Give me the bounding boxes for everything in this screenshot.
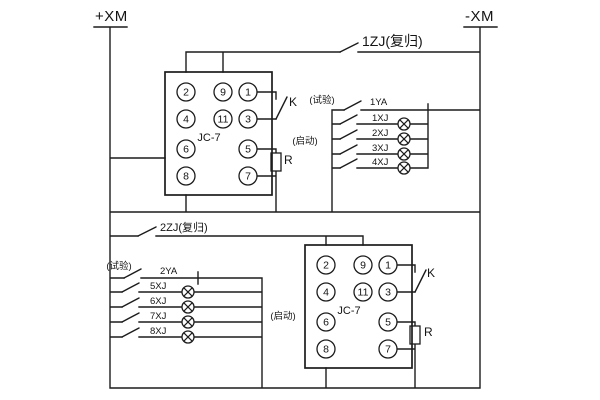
lamp-row-label: 3XJ	[372, 143, 389, 154]
group2-feed-label: 2YA	[160, 266, 178, 277]
lamp-row-label: 5XJ	[150, 281, 167, 292]
relay2-model-label: JC-7	[337, 305, 360, 317]
switch-7xj-blade	[121, 312, 140, 323]
lamp-group-1	[397, 117, 411, 175]
lamp-icon	[181, 330, 195, 344]
group1-test-label: (试验)	[309, 94, 334, 106]
terminal-number: 11	[358, 287, 369, 299]
terminal-number: 9	[360, 260, 366, 272]
switch-2zj-blade	[137, 226, 157, 237]
terminal-number: 2	[323, 260, 329, 272]
lamp-row-label: 8XJ	[150, 326, 167, 337]
terminal-number: 3	[385, 287, 391, 299]
terminal-number: 4	[183, 114, 189, 126]
minus-bus-label: -XM	[465, 8, 494, 25]
terminal-circle	[176, 139, 196, 159]
relay1-reset-label: 1ZJ(复归)	[362, 33, 423, 49]
terminal-circle	[213, 109, 233, 129]
terminal-circle	[353, 282, 373, 302]
terminal-circle	[316, 312, 336, 332]
group2-test-label: (试验)	[106, 260, 131, 272]
lamp-icon	[397, 117, 411, 131]
switch-1zj-blade	[339, 42, 359, 53]
relay2-resistor-icon	[409, 325, 421, 345]
terminal-circle	[238, 109, 258, 129]
lamp-group-2	[181, 285, 195, 344]
terminal-circle	[316, 255, 336, 275]
lamp-row-label: 1XJ	[372, 113, 389, 124]
lamp-icon	[181, 300, 195, 314]
switch-5xj-blade	[121, 282, 140, 293]
plus-bus-label: +XM	[95, 8, 128, 25]
terminal-number: 7	[385, 344, 391, 356]
terminal-number: 8	[323, 344, 329, 356]
switch-8xj-blade	[121, 327, 140, 338]
relay1-resistor-icon	[270, 152, 282, 172]
terminal-number: 6	[323, 317, 329, 329]
terminal-circle	[378, 255, 398, 275]
relay1-model-label: JC-7	[197, 132, 220, 144]
group1-feed-label: 1YA	[370, 97, 388, 108]
terminal-number: 4	[323, 287, 329, 299]
terminal-circle	[353, 255, 373, 275]
terminal-circle	[176, 109, 196, 129]
lamp-row-label: 7XJ	[150, 311, 167, 322]
switch-6xj-blade	[121, 297, 140, 308]
terminal-number: 9	[220, 87, 226, 99]
terminal-circle	[176, 166, 196, 186]
terminal-number: 6	[183, 144, 189, 156]
terminal-circle	[238, 139, 258, 159]
terminal-circle	[213, 82, 233, 102]
terminal-circle	[378, 282, 398, 302]
terminal-number: 1	[245, 87, 251, 99]
relay2-terminals: 2 9 1 4 11 3 6 5 8 7	[316, 255, 398, 359]
lamp-icon	[397, 161, 411, 175]
switch-2ya-blade	[123, 268, 142, 279]
group2-start-label: (启动)	[270, 310, 295, 322]
terminal-number: 11	[218, 114, 229, 126]
lamp-row-label: 2XJ	[372, 128, 389, 139]
relay2-k-contact-blade	[414, 269, 427, 293]
relay1-resistor-label: R	[284, 153, 293, 167]
terminal-circle	[316, 339, 336, 359]
relay2-resistor-label: R	[424, 325, 433, 339]
terminal-circle	[378, 339, 398, 359]
relay1-terminals: 2 9 1 4 11 3 6 5 8 7	[176, 82, 258, 186]
terminal-circle	[316, 282, 336, 302]
relay2-reset-label: 2ZJ(复归)	[160, 220, 208, 234]
terminal-circle	[238, 82, 258, 102]
relay1-contact-label: K	[289, 95, 297, 109]
lamp-row-label: 4XJ	[372, 157, 389, 168]
terminal-circle	[378, 312, 398, 332]
relay1-k-contact-blade	[275, 96, 288, 120]
lamp-icon	[181, 285, 195, 299]
terminal-number: 7	[245, 171, 251, 183]
lamp-icon	[397, 147, 411, 161]
wiring	[93, 26, 498, 389]
terminal-number: 5	[385, 317, 391, 329]
switch-1ya-blade	[343, 100, 362, 111]
relay1-box	[164, 71, 273, 196]
relay2-box	[304, 244, 413, 369]
switch-4xj-blade	[339, 158, 358, 169]
terminal-circle	[238, 166, 258, 186]
terminal-number: 1	[385, 260, 391, 272]
switch-2xj-blade	[339, 129, 358, 140]
terminal-circle	[176, 82, 196, 102]
terminal-number: 5	[245, 144, 251, 156]
lamp-row-label: 6XJ	[150, 296, 167, 307]
terminal-number: 3	[245, 114, 251, 126]
switch-3xj-blade	[339, 144, 358, 155]
terminal-number: 8	[183, 171, 189, 183]
lamp-icon	[397, 132, 411, 146]
relay2-contact-label: K	[427, 266, 435, 280]
terminal-number: 2	[183, 87, 189, 99]
group1-start-label: (启动)	[292, 135, 317, 147]
switch-1xj-blade	[339, 114, 358, 125]
lamp-icon	[181, 315, 195, 329]
